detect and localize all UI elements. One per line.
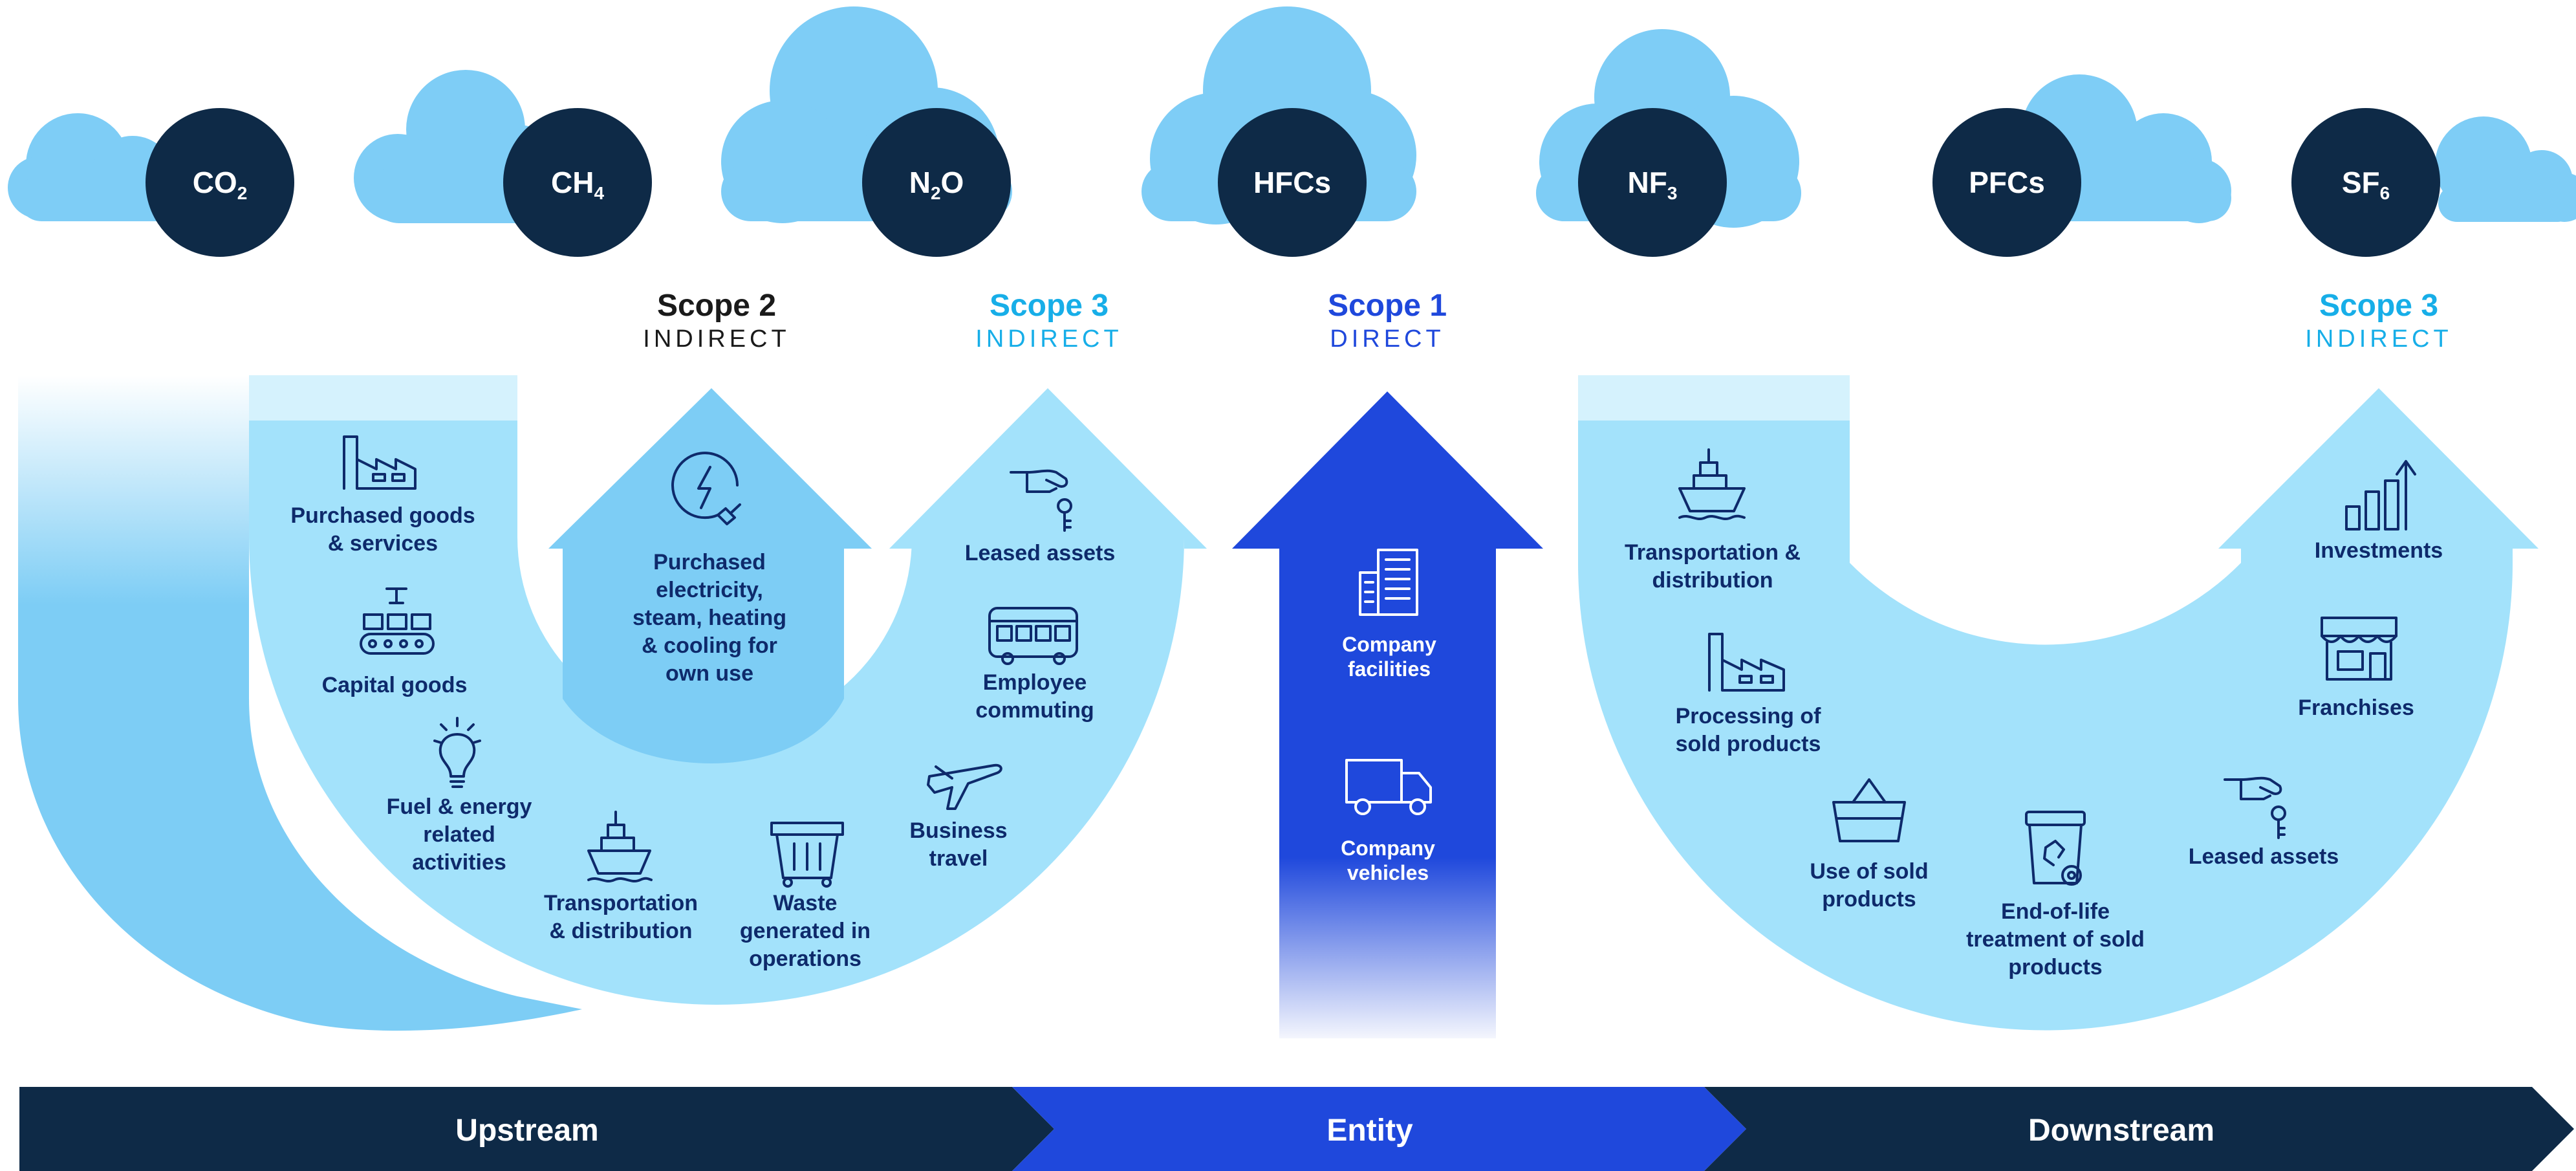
label-transportation: Transportation& distribution bbox=[544, 891, 698, 943]
downstream-u-arrow bbox=[1578, 375, 2538, 1031]
scope3-downstream-subtitle: INDIRECT bbox=[2305, 325, 2452, 353]
gas-badge-ch4: CH4 bbox=[503, 108, 652, 257]
scope2-arrow bbox=[548, 388, 872, 763]
factory-downstream-icon bbox=[1708, 633, 1785, 692]
scope3-upstream-subtitle: INDIRECT bbox=[975, 325, 1122, 353]
label-franchises: Franchises bbox=[2298, 695, 2414, 720]
value-chain-bar: Upstream Entity Downstream bbox=[19, 1087, 2574, 1171]
bus-icon bbox=[988, 607, 1078, 665]
ship-icon bbox=[587, 811, 653, 882]
gas-badge-co2: CO2 bbox=[146, 108, 294, 257]
scope2-subtitle: INDIRECT bbox=[643, 325, 790, 353]
electricity-plug-icon bbox=[671, 452, 741, 525]
factory-icon bbox=[343, 435, 417, 490]
recycle-bin-icon bbox=[2025, 811, 2086, 886]
scope1-arrow bbox=[1232, 391, 1543, 1038]
cloud-sf6 bbox=[2435, 116, 2576, 222]
scope3-downstream-title: Scope 3 bbox=[2319, 289, 2438, 323]
gas-badge-n2o: N2O bbox=[862, 108, 1011, 257]
scope1-title: Scope 1 bbox=[1328, 289, 1447, 323]
label-purchased-goods: Purchased goods& services bbox=[290, 503, 475, 556]
svg-text:PFCs: PFCs bbox=[1969, 166, 2045, 199]
downstream-segment bbox=[1704, 1087, 2574, 1171]
gas-badge-hfcs: HFCs bbox=[1218, 108, 1367, 257]
svg-text:CO2: CO2 bbox=[193, 166, 248, 203]
downstream-label: Downstream bbox=[2028, 1113, 2214, 1148]
gas-badge-pfcs: PFCs bbox=[1932, 108, 2081, 257]
upstream-segment bbox=[19, 1087, 1054, 1171]
label-leased-assets: Leased assets bbox=[965, 541, 1116, 565]
upstream-labels: Purchased goods& services Capital goods … bbox=[290, 503, 1115, 971]
svg-text:HFCs: HFCs bbox=[1253, 166, 1331, 199]
hand-key-icon bbox=[1010, 469, 1072, 532]
upstream-back-band bbox=[18, 375, 582, 1031]
airplane-icon bbox=[927, 763, 1002, 810]
shopping-basket-icon bbox=[1832, 778, 1906, 842]
svg-text:N2O: N2O bbox=[909, 166, 964, 203]
svg-text:NF3: NF3 bbox=[1628, 166, 1678, 203]
scope1-subtitle: DIRECT bbox=[1330, 325, 1444, 353]
entity-label: Entity bbox=[1326, 1113, 1413, 1148]
scope3-upstream-title: Scope 3 bbox=[990, 289, 1109, 323]
gas-badge-sf6: SF6 bbox=[2291, 108, 2440, 257]
upstream-u-arrow bbox=[249, 375, 1207, 1005]
svg-text:CH4: CH4 bbox=[551, 166, 604, 203]
gas-badges: CO2 CH4 N2O HFCs NF3 PFCs SF6 bbox=[146, 108, 2440, 257]
gas-badge-nf3: NF3 bbox=[1578, 108, 1727, 257]
storefront-icon bbox=[2321, 617, 2397, 681]
conveyor-icon bbox=[360, 587, 435, 655]
scope-headings: Scope 2 INDIRECT Scope 3 INDIRECT Scope … bbox=[643, 289, 2452, 353]
truck-icon bbox=[1345, 759, 1432, 815]
entity-segment bbox=[1012, 1087, 1746, 1171]
lightbulb-icon bbox=[433, 717, 481, 788]
label-leased-assets-downstream: Leased assets bbox=[2189, 844, 2339, 869]
ship-downstream-icon bbox=[1678, 448, 1746, 520]
svg-text:SF6: SF6 bbox=[2342, 166, 2390, 203]
label-capital-goods: Capital goods bbox=[322, 673, 468, 697]
scope2-title: Scope 2 bbox=[657, 289, 776, 323]
downstream-labels: Transportation &distribution Processing … bbox=[1625, 538, 2443, 979]
label-investments: Investments bbox=[2315, 538, 2443, 563]
office-building-icon bbox=[1359, 549, 1418, 616]
label-transportation-distribution: Transportation &distribution bbox=[1625, 540, 1801, 593]
upstream-label: Upstream bbox=[455, 1113, 598, 1148]
hand-key-downstream-icon bbox=[2224, 776, 2286, 839]
dumpster-icon bbox=[770, 822, 844, 888]
growth-chart-icon bbox=[2345, 460, 2416, 531]
